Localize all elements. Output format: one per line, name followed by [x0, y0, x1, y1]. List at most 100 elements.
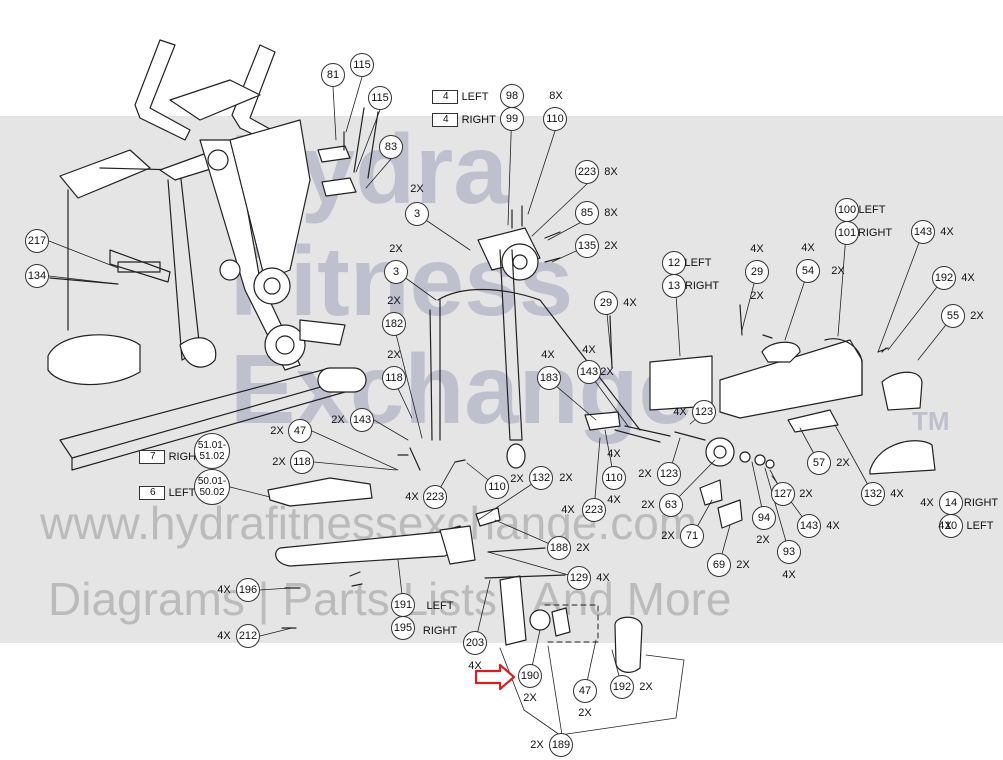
side-note: RIGHT [963, 497, 999, 509]
quantity-label: 2X [387, 349, 401, 361]
quantity-label: 2X [638, 468, 652, 480]
quantity-label: 2X [410, 183, 424, 195]
dashed-detail-box [544, 604, 599, 643]
side-note: LEFT [858, 204, 886, 216]
quantity-label: 4X [920, 497, 934, 509]
quantity-label: 2X [836, 457, 850, 469]
callout: 132 [529, 466, 553, 490]
shroud-assembly [584, 304, 936, 529]
quantity-label: 2X [736, 559, 750, 571]
callout: 191 [391, 593, 415, 617]
quantity-label: 4X [607, 494, 621, 506]
callout: 203 [463, 631, 487, 655]
callout: 195 [391, 616, 415, 640]
callout: 51.01-51.02 [194, 433, 230, 469]
pedal-arm-and-pedal [267, 447, 643, 673]
callout: 57 [807, 451, 831, 475]
callout: 123 [692, 400, 716, 424]
quantity-label: 4X [890, 488, 904, 500]
quantity-label: 8X [549, 90, 563, 102]
tag-label: RIGHT [461, 114, 496, 126]
callout: 14 [939, 491, 963, 515]
quantity-label: 2X [578, 707, 592, 719]
crank-and-pulley [429, 205, 641, 469]
callout: 94 [752, 506, 776, 530]
callout: 223 [423, 485, 447, 509]
quantity-label: 2X [270, 425, 284, 437]
callout: 188 [547, 536, 571, 560]
quantity-label: 2X [600, 366, 614, 378]
callout: 192 [932, 266, 956, 290]
quantity-label: 2X [831, 265, 845, 277]
callout: 71 [680, 524, 704, 548]
callout: 143 [577, 360, 601, 384]
callout: 143 [911, 220, 935, 244]
quantity-label: 2X [576, 542, 590, 554]
quantity-label: 2X [604, 240, 618, 252]
quantity-label: 4X [468, 660, 482, 672]
quantity-label: 2X [559, 472, 573, 484]
quantity-label: 4X [961, 272, 975, 284]
callout: 47 [288, 419, 312, 443]
quantity-label: 2X [523, 692, 537, 704]
quantity-label: 4X [940, 226, 954, 238]
quantity-label: 2X [389, 243, 403, 255]
quantity-label: 4X [217, 584, 231, 596]
callout: 118 [382, 366, 406, 390]
callout: 50.01-50.02 [194, 469, 230, 505]
side-note: RIGHT [684, 280, 720, 292]
callout: 143 [350, 408, 374, 432]
callout: 3 [405, 202, 429, 226]
side-note: LEFT [684, 257, 712, 269]
callout: 110 [485, 475, 509, 499]
callout: 217 [25, 229, 49, 253]
callout: 110 [602, 466, 626, 490]
callout: 54 [796, 259, 820, 283]
quantity-label: 4X [405, 491, 419, 503]
tag-left-98: 4 LEFT [432, 90, 488, 104]
pointer-arrow [474, 663, 516, 691]
quantity-label: 4X [607, 448, 621, 460]
callout: 101 [835, 221, 859, 245]
watermark-tagline: Diagrams | Parts Lists | And More [48, 573, 732, 625]
quantity-label: 2X [639, 681, 653, 693]
callout: 223 [575, 160, 599, 184]
callout: 127 [771, 482, 795, 506]
tag-flag: 4 [432, 113, 458, 127]
side-note: LEFT [426, 600, 454, 612]
tag-flag: 4 [432, 90, 458, 104]
quantity-label: 2X [272, 456, 286, 468]
quantity-label: 4X [826, 520, 840, 532]
quantity-label: 2X [661, 530, 675, 542]
handle-and-linkage-assembly [134, 39, 346, 371]
callout: 83 [379, 135, 403, 159]
callout: 212 [236, 624, 260, 648]
callout: 132 [861, 482, 885, 506]
quantity-label: 2X [750, 290, 764, 302]
callout: 69 [707, 553, 731, 577]
callout: 183 [537, 366, 561, 390]
callout: 100 [835, 198, 859, 222]
quantity-label: 2X [756, 534, 770, 546]
side-note: RIGHT [857, 227, 893, 239]
quantity-label: 2X [970, 310, 984, 322]
callout: 98 [500, 84, 524, 108]
quantity-label: 4X [623, 297, 637, 309]
quantity-label: 4X [750, 243, 764, 255]
quantity-label: 2X [387, 295, 401, 307]
quantity-label: 2X [331, 414, 345, 426]
callout: 115 [350, 53, 374, 77]
quantity-label: 8X [604, 207, 618, 219]
quantity-label: 2X [530, 739, 544, 751]
tag-flag: 6 [139, 486, 165, 500]
callout: 129 [567, 566, 591, 590]
quantity-label: 4X [541, 349, 555, 361]
tag-left-50: 6 LEFT [139, 486, 195, 500]
quantity-label: 4X [782, 569, 796, 581]
callout: 10 [939, 514, 963, 538]
quantity-label: 4X [801, 242, 815, 254]
quantity-label: 4X [217, 630, 231, 642]
quantity-label: 2X [799, 488, 813, 500]
